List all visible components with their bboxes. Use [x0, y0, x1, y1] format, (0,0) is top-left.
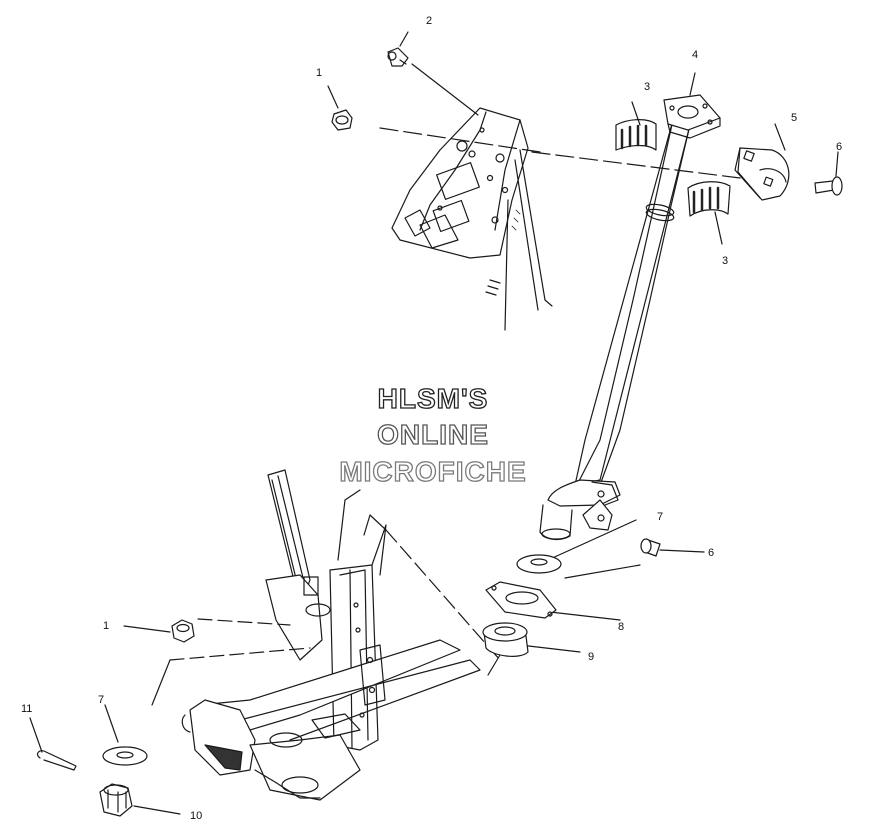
callout-5: 5 — [791, 112, 797, 124]
watermark-line-1: HLSM'S — [378, 383, 489, 414]
callout-2: 2 — [426, 15, 432, 27]
callout-3-right: 3 — [722, 255, 728, 267]
washer-left — [102, 704, 148, 766]
watermark-line-2: ONLINE — [377, 419, 489, 450]
bolt-top — [814, 151, 843, 196]
nut-top — [327, 85, 353, 131]
steering-column — [539, 119, 691, 541]
castle-nut — [99, 783, 181, 817]
callout-1-top: 1 — [316, 67, 322, 79]
callout-8: 8 — [618, 621, 624, 633]
watermark: HLSM'S ONLINE MICROFICHE — [339, 382, 527, 487]
lower-frame — [181, 469, 481, 801]
callout-10: 10 — [190, 810, 202, 822]
column-top-plate — [663, 94, 721, 139]
callout-1-bottom: 1 — [103, 620, 109, 632]
callout-4: 4 — [692, 49, 698, 61]
bearing — [482, 622, 529, 657]
column-clamp — [734, 123, 790, 201]
callout-7-right: 7 — [657, 511, 663, 523]
callouts: 1 2 3 4 5 6 3 7 6 8 9 1 11 7 10 — [21, 15, 842, 822]
flange-plate — [485, 581, 557, 619]
callout-7-left: 7 — [98, 694, 104, 706]
nut-bottom — [171, 619, 195, 643]
bushing-half-left — [615, 101, 657, 151]
callout-3-left: 3 — [644, 81, 650, 93]
cotter-pin — [29, 717, 77, 771]
upper-frame-bracket — [391, 107, 553, 331]
callout-6-top: 6 — [836, 141, 842, 153]
bolt-bottom — [640, 538, 661, 557]
bushing-half-right — [687, 181, 731, 245]
callout-11: 11 — [21, 703, 32, 715]
callout-9: 9 — [588, 651, 594, 663]
watermark-line-3: MICROFICHE — [339, 456, 526, 487]
grease-fitting — [387, 31, 409, 67]
washer-right — [516, 554, 562, 574]
callout-6-bottom: 6 — [708, 547, 714, 559]
